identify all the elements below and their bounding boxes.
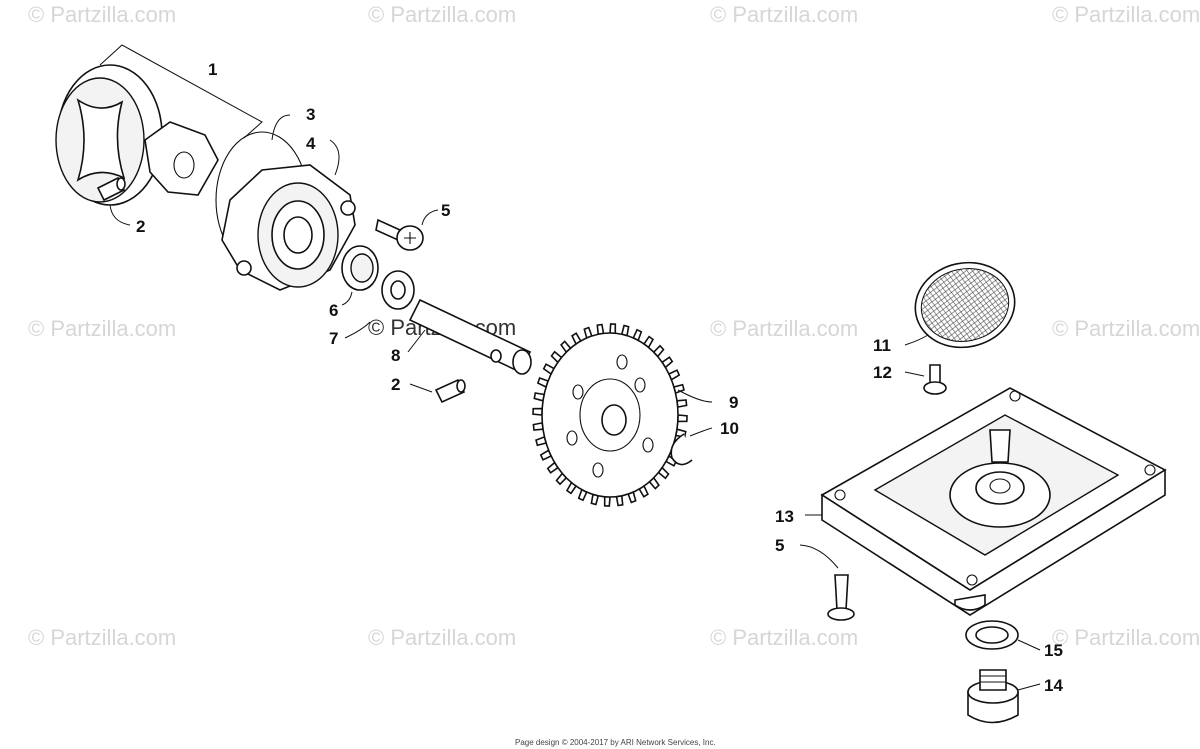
callout-2: 2 — [136, 217, 145, 236]
watermark: © Partzilla.com — [1052, 625, 1200, 650]
watermark: © Partzilla.com — [368, 2, 516, 27]
callout-7: 7 — [329, 329, 338, 348]
washer — [344, 270, 415, 339]
drain-plug — [967, 669, 1041, 724]
watermark: © Partzilla.com — [710, 316, 858, 341]
o-ring — [965, 620, 1041, 651]
oil-pump-gear — [532, 323, 713, 507]
watermark: © Partzilla.com — [1052, 316, 1200, 341]
callout-5b: 5 — [775, 536, 784, 555]
pump-shaft — [407, 298, 532, 375]
pin-lower — [409, 378, 466, 404]
oil-screen — [904, 261, 1016, 349]
gear-tooth — [676, 414, 688, 423]
pin-upper — [96, 176, 131, 226]
screen-bolt — [904, 364, 947, 395]
watermark: © Partzilla.com — [710, 2, 858, 27]
watermark: © Partzilla.com — [368, 625, 516, 650]
watermark: © Partzilla.com — [28, 2, 176, 27]
callout-3: 3 — [306, 105, 315, 124]
callout-9: 9 — [729, 393, 738, 412]
watermark: © Partzilla.com — [1052, 2, 1200, 27]
callout-14: 14 — [1044, 676, 1063, 695]
screw-upper — [375, 209, 439, 251]
callout-4: 4 — [306, 134, 316, 153]
screw-lower — [799, 544, 855, 621]
watermarks: © Partzilla.com © Partzilla.com © Partzi… — [28, 2, 1200, 650]
callout-6: 6 — [329, 301, 338, 320]
gear-tooth — [609, 323, 617, 335]
pump-body — [215, 114, 356, 291]
callout-8: 8 — [391, 346, 400, 365]
callout-15: 15 — [1044, 641, 1063, 660]
gear-tooth — [603, 495, 611, 507]
callout-5: 5 — [441, 201, 450, 220]
gear-tooth — [532, 407, 544, 416]
footer-copyright: Page design © 2004-2017 by ARI Network S… — [515, 738, 716, 747]
snap-ring — [670, 427, 713, 466]
oil-seal — [341, 245, 379, 306]
oil-pump-rotor-assembly — [55, 44, 263, 206]
sump-cover — [805, 387, 1167, 616]
callout-2b: 2 — [391, 375, 400, 394]
watermark: © Partzilla.com — [28, 316, 176, 341]
callout-10: 10 — [720, 419, 739, 438]
callout-12: 12 — [873, 363, 892, 382]
callout-1: 1 — [208, 60, 217, 79]
callout-labels: 1 2 3 4 5 6 7 8 2 9 10 11 12 13 5 14 15 — [136, 60, 1063, 695]
watermark: © Partzilla.com — [28, 625, 176, 650]
callout-11: 11 — [873, 336, 891, 355]
watermark: © Partzilla.com — [710, 625, 858, 650]
callout-13: 13 — [775, 507, 794, 526]
